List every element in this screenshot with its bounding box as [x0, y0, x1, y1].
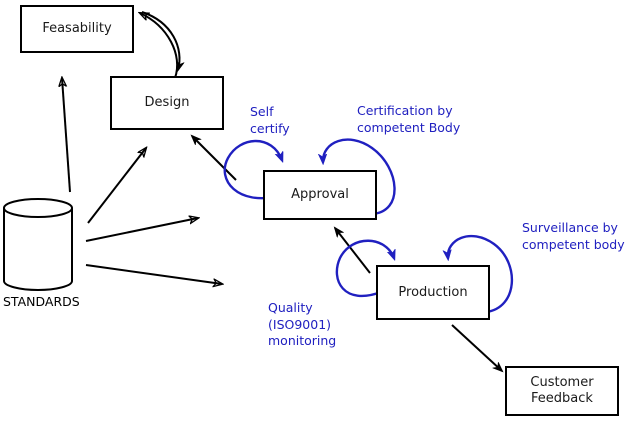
node-customer-feedback[interactable]: Customer Feedback: [505, 366, 619, 416]
standards-cylinder-shape: [3, 198, 73, 292]
loop-arrow-certification: [323, 138, 396, 216]
node-production[interactable]: Production: [376, 265, 490, 320]
loop-label-self-certify: Self certify: [250, 104, 290, 136]
node-approval[interactable]: Approval: [263, 170, 377, 220]
loop-label-quality-iso9001-monitoring: Quality (ISO9001) monitoring: [268, 300, 337, 348]
node-customer-feedback-label: Customer Feedback: [530, 375, 594, 406]
loop-arrow-quality-monitoring: [335, 239, 394, 298]
flow-production-to-customer-feedback: [451, 324, 502, 371]
flow-standards-to-design: [87, 148, 146, 224]
flow-standards-to-approval: [85, 218, 198, 242]
flow-standards-to-feasability: [62, 78, 71, 193]
node-standards-label: STANDARDS: [3, 294, 80, 309]
loop-arrow-self-certify: [223, 139, 282, 200]
node-approval-label: Approval: [291, 187, 349, 202]
flow-design-to-feasability: [140, 13, 179, 79]
loop-arrow-surveillance: [448, 234, 514, 314]
node-design[interactable]: Design: [110, 76, 224, 130]
node-design-label: Design: [144, 95, 190, 110]
loop-label-surveillance-by-competent-body: Surveillance by competent body: [522, 220, 625, 252]
flow-production-to-approval: [335, 228, 371, 274]
flow-standards-to-production: [85, 264, 222, 284]
node-feasability[interactable]: Feasability: [20, 5, 134, 53]
flow-feasability-to-design: [141, 11, 180, 70]
node-feasability-label: Feasability: [42, 21, 112, 36]
node-production-label: Production: [398, 284, 468, 300]
flow-approval-to-design: [192, 136, 237, 181]
loop-label-certification-by-competent-body: Certification by competent Body: [357, 103, 461, 135]
